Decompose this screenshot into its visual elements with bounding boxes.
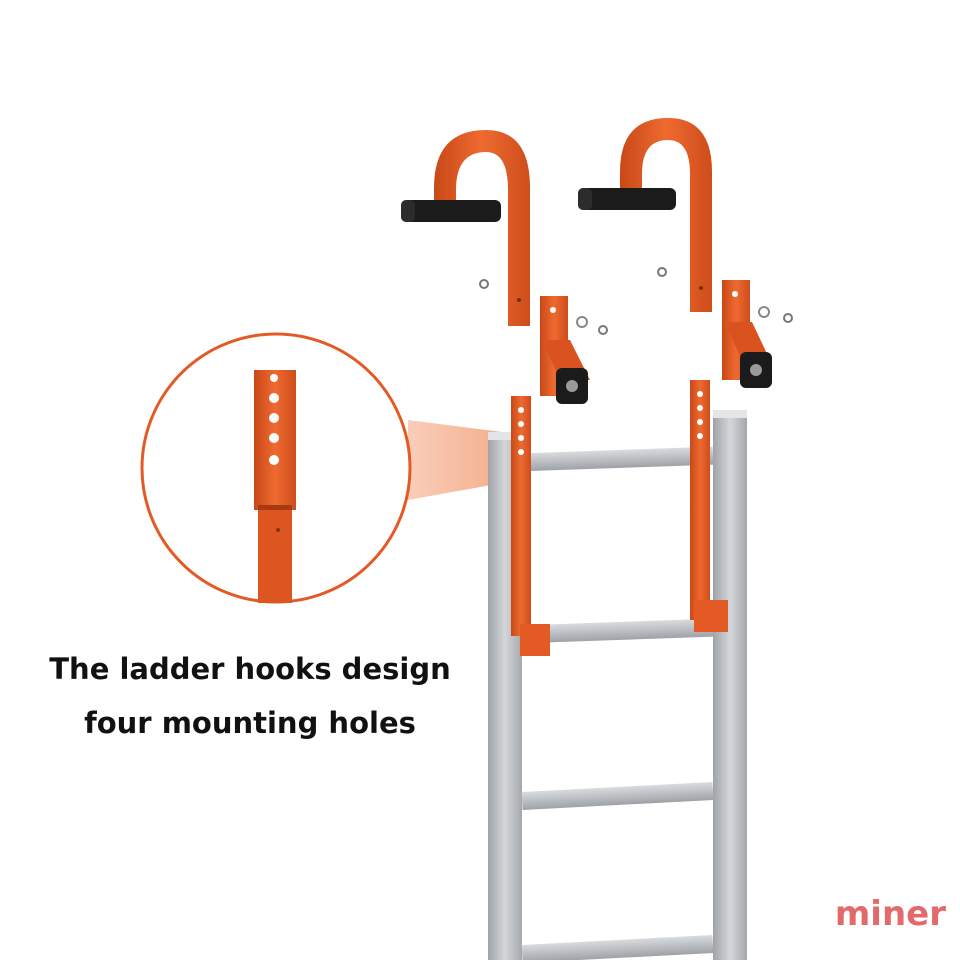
caption-line-2: four mounting holes bbox=[84, 706, 416, 740]
lower-bracket-left bbox=[511, 396, 550, 656]
lower-bracket-right bbox=[690, 380, 728, 632]
magnifier-callout-icon bbox=[140, 332, 412, 604]
watermark: miner bbox=[834, 894, 946, 934]
ladder-hook-right-icon bbox=[578, 118, 793, 388]
caption-line-1: The ladder hooks design bbox=[49, 652, 451, 686]
ladder-hook-left-icon bbox=[401, 130, 608, 404]
callout-beam bbox=[408, 420, 508, 500]
